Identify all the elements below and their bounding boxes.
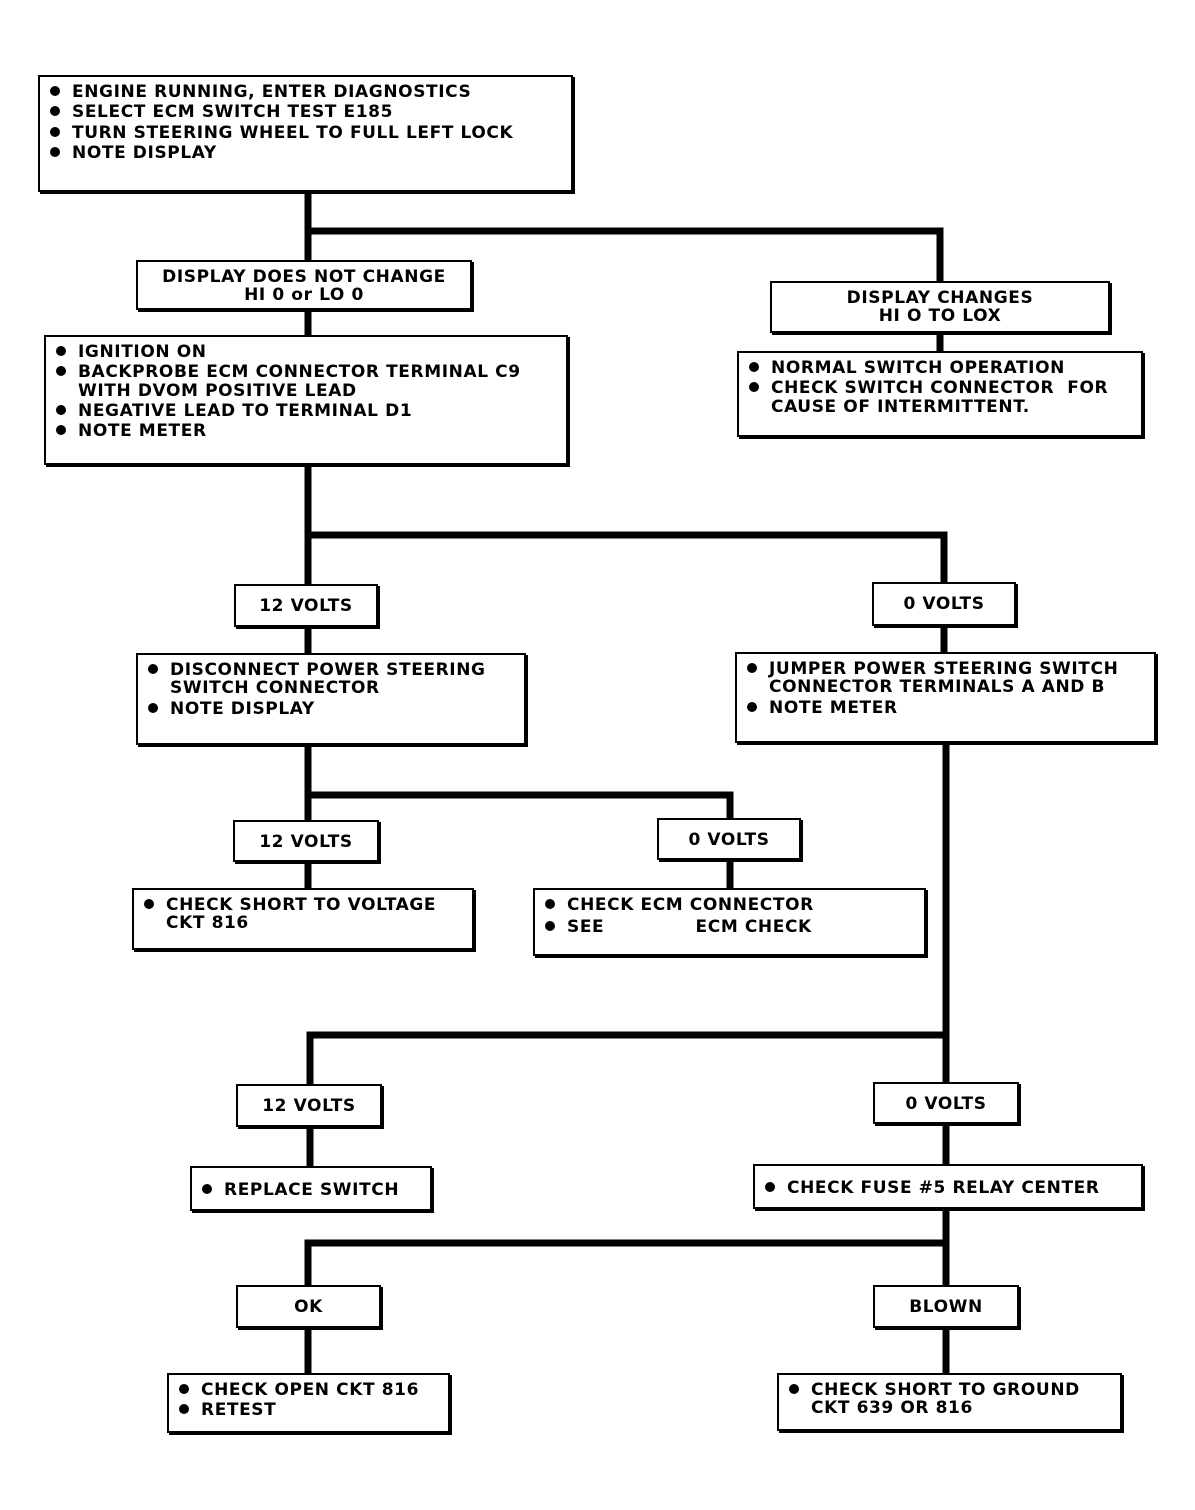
step-item: SELECT ECM SWITCH TEST E185 xyxy=(50,103,561,122)
bullet-icon xyxy=(545,921,555,932)
start-procedure-box: ENGINE RUNNING, ENTER DIAGNOSTICS SELECT… xyxy=(38,75,573,192)
check-open-box: CHECK OPEN CKT 816 RETEST xyxy=(167,1373,450,1433)
bullet-icon xyxy=(747,663,757,673)
step-item: REPLACE SWITCH xyxy=(202,1181,420,1199)
step-item: NOTE DISPLAY xyxy=(50,144,561,162)
ignition-procedure-box: IGNITION ON BACKPROBE ECM CONNECTOR TERM… xyxy=(44,335,568,465)
bullet-icon xyxy=(56,425,66,436)
disconnect-procedure-box: DISCONNECT POWER STEERING SWITCH CONNECT… xyxy=(136,653,526,745)
bullet-icon xyxy=(749,382,759,393)
bullet-icon xyxy=(50,126,60,137)
step-item: CHECK ECM CONNECTOR xyxy=(545,896,914,914)
bullet-icon xyxy=(148,702,158,713)
bullet-icon xyxy=(749,362,759,372)
bullet-icon xyxy=(56,366,66,377)
bullet-icon xyxy=(144,899,154,909)
bullet-icon xyxy=(179,1384,189,1394)
step-item: NOTE METER xyxy=(747,698,1144,717)
result-12-volts-b: 12 VOLTS xyxy=(233,820,379,862)
bullet-icon xyxy=(56,346,66,356)
result-12-volts-c: 12 VOLTS xyxy=(236,1084,382,1127)
jumper-procedure-box: JUMPER POWER STEERING SWITCH CONNECTOR T… xyxy=(735,652,1156,743)
bullet-icon xyxy=(50,86,60,96)
display-no-change-values: HI 0 or LO 0 xyxy=(244,285,364,306)
step-item: BACKPROBE ECM CONNECTOR TERMINAL C9 WITH… xyxy=(56,363,556,400)
step-item: RETEST xyxy=(179,1401,438,1420)
step-item: NOTE METER xyxy=(56,422,556,441)
display-no-change-title: DISPLAY DOES NOT CHANGE xyxy=(162,267,446,287)
result-0-volts-c: 0 VOLTS xyxy=(873,1082,1019,1124)
check-short-ground-box: CHECK SHORT TO GROUND CKT 639 OR 816 xyxy=(777,1373,1122,1431)
result-ok: OK xyxy=(236,1285,381,1328)
bullet-icon xyxy=(789,1384,799,1394)
bullet-icon xyxy=(179,1404,189,1415)
result-0-volts-b: 0 VOLTS xyxy=(657,818,801,860)
step-item: NEGATIVE LEAD TO TERMINAL D1 xyxy=(56,402,556,420)
step-item: CHECK SHORT TO GROUND CKT 639 OR 816 xyxy=(789,1381,1110,1418)
step-item: IGNITION ON xyxy=(56,343,556,361)
result-blown: BLOWN xyxy=(873,1285,1019,1328)
bullet-icon xyxy=(148,664,158,674)
step-item: TURN STEERING WHEEL TO FULL LEFT LOCK xyxy=(50,123,561,142)
step-item: NORMAL SWITCH OPERATION xyxy=(749,359,1131,377)
display-no-change-box: DISPLAY DOES NOT CHANGE HI 0 or LO 0 xyxy=(136,260,472,310)
step-item: CHECK SWITCH CONNECTOR FOR CAUSE OF INTE… xyxy=(749,379,1131,416)
step-item: NOTE DISPLAY xyxy=(148,699,514,718)
display-changes-values: HI O TO LOX xyxy=(878,306,1002,327)
step-item: JUMPER POWER STEERING SWITCH CONNECTOR T… xyxy=(747,660,1144,697)
check-fuse-box: CHECK FUSE #5 RELAY CENTER xyxy=(753,1164,1143,1209)
result-0-volts-a: 0 VOLTS xyxy=(872,582,1016,626)
step-item: DISCONNECT POWER STEERING SWITCH CONNECT… xyxy=(148,661,514,698)
bullet-icon xyxy=(50,106,60,117)
step-item: ENGINE RUNNING, ENTER DIAGNOSTICS xyxy=(50,83,561,101)
bullet-icon xyxy=(545,899,555,909)
replace-switch-box: REPLACE SWITCH xyxy=(190,1166,432,1211)
check-ecm-box: CHECK ECM CONNECTOR SEE ECM CHECK xyxy=(533,888,926,956)
bullet-icon xyxy=(747,701,757,712)
bullet-icon xyxy=(202,1184,212,1194)
bullet-icon xyxy=(50,147,60,158)
bullet-icon xyxy=(765,1182,775,1192)
display-changes-box: DISPLAY CHANGES HI O TO LOX xyxy=(770,281,1110,333)
step-item: CHECK SHORT TO VOLTAGE CKT 816 xyxy=(144,896,462,933)
result-12-volts-a: 12 VOLTS xyxy=(234,584,378,627)
normal-switch-box: NORMAL SWITCH OPERATION CHECK SWITCH CON… xyxy=(737,351,1143,437)
step-item: CHECK FUSE #5 RELAY CENTER xyxy=(765,1179,1131,1197)
bullet-icon xyxy=(56,405,66,416)
check-short-voltage-box: CHECK SHORT TO VOLTAGE CKT 816 xyxy=(132,888,474,950)
step-item: CHECK OPEN CKT 816 xyxy=(179,1381,438,1399)
display-changes-title: DISPLAY CHANGES xyxy=(846,288,1034,308)
step-item: SEE ECM CHECK xyxy=(545,918,914,937)
